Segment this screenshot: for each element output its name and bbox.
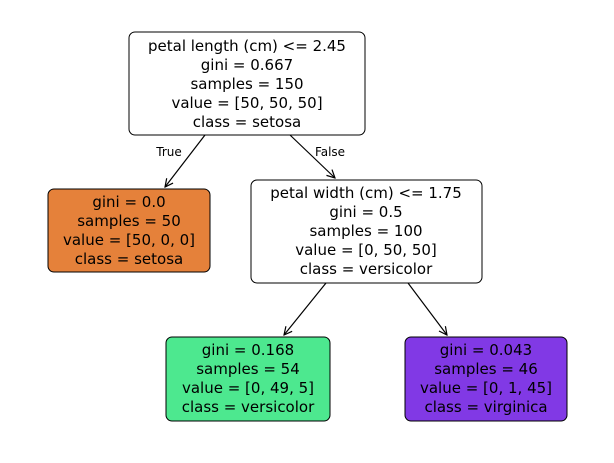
tree-node-right-right: gini = 0.043 samples = 46 value = [0, 1,…	[404, 336, 568, 422]
tree-node-right-left: gini = 0.168 samples = 54 value = [0, 49…	[165, 336, 331, 422]
node-box	[47, 188, 211, 273]
edge-root-to-right	[289, 134, 335, 178]
edge-right-to-right-left	[284, 282, 327, 335]
node-line-class: class = setosa	[193, 113, 301, 131]
node-line-value: value = [0, 1, 45]	[420, 379, 552, 397]
node-line-split: petal width (cm) <= 1.75	[270, 184, 462, 202]
node-line-class: class = setosa	[75, 250, 183, 268]
node-line-gini: gini = 0.0	[92, 193, 165, 211]
node-line-gini: gini = 0.667	[201, 56, 293, 74]
node-line-samples: samples = 54	[196, 360, 300, 378]
node-line-value: value = [50, 0, 0]	[63, 231, 195, 249]
edge-right-to-right-right	[407, 282, 447, 335]
tree-node-left: gini = 0.0 samples = 50 value = [50, 0, …	[47, 188, 211, 273]
node-line-class: class = versicolor	[182, 398, 315, 416]
tree-node-root: petal length (cm) <= 2.45 gini = 0.667 s…	[128, 31, 366, 136]
node-line-gini: gini = 0.168	[202, 341, 294, 359]
node-line-samples: samples = 46	[434, 360, 538, 378]
node-box	[250, 179, 483, 284]
node-line-samples: samples = 50	[77, 212, 181, 230]
edge-label-false: False	[315, 145, 345, 159]
node-line-value: value = [0, 50, 50]	[295, 241, 437, 259]
node-line-value: value = [50, 50, 50]	[171, 94, 322, 112]
node-line-class: class = virginica	[424, 398, 547, 416]
tree-node-right: petal width (cm) <= 1.75 gini = 0.5 samp…	[250, 179, 483, 284]
node-line-samples: samples = 100	[309, 222, 422, 240]
edge-root-to-left	[165, 134, 206, 187]
node-line-split: petal length (cm) <= 2.45	[148, 37, 346, 55]
edge-label-true: True	[155, 145, 182, 159]
node-line-class: class = versicolor	[300, 260, 433, 278]
node-line-gini: gini = 0.043	[440, 341, 532, 359]
node-box	[128, 31, 366, 136]
node-line-value: value = [0, 49, 5]	[182, 379, 314, 397]
node-box	[165, 336, 331, 422]
node-line-samples: samples = 150	[190, 75, 303, 93]
node-box	[404, 336, 568, 422]
node-line-gini: gini = 0.5	[329, 203, 402, 221]
